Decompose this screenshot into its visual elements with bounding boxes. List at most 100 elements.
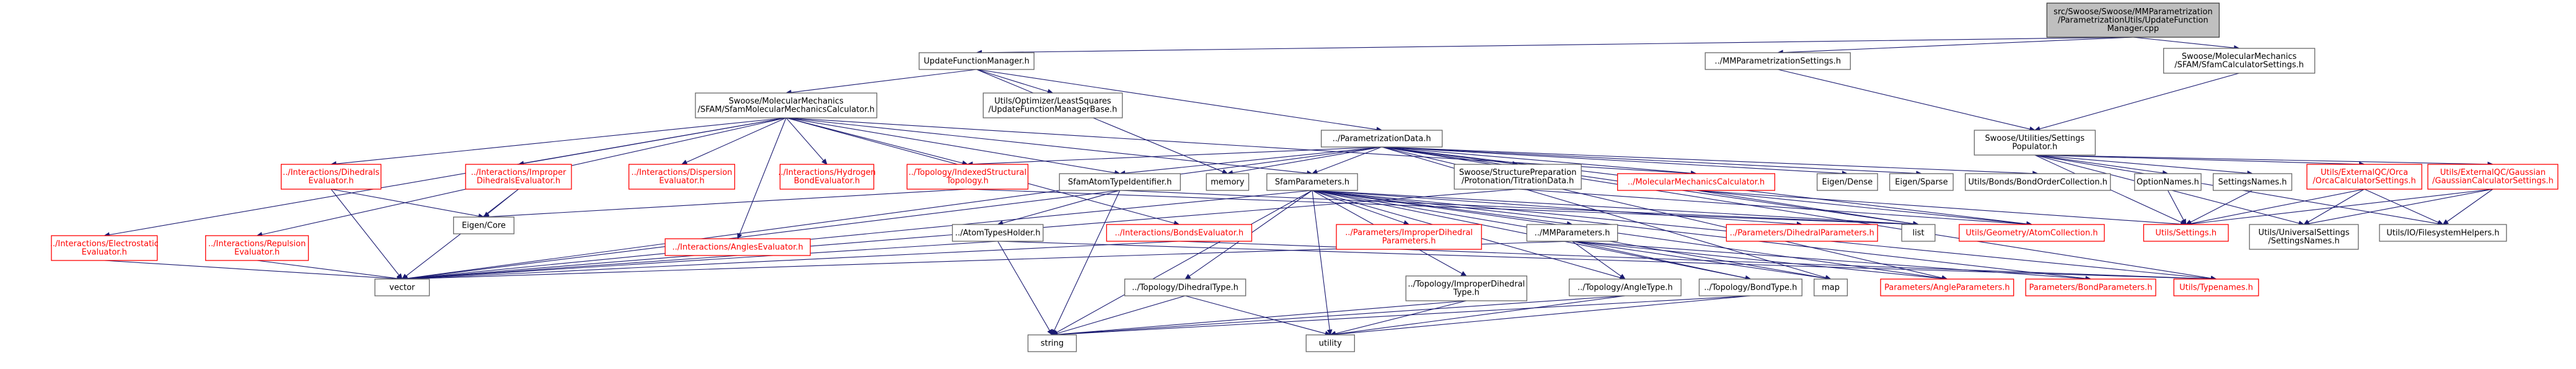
node-bondparams[interactable]: Parameters/BondParameters.h (2025, 278, 2156, 296)
edge-mmps-to-setpop (1778, 69, 2031, 130)
edge-root-to-mmps (1783, 37, 2133, 53)
node-sfamcs[interactable]: Swoose/MolecularMechanics/SFAM/SfamCalcu… (2163, 48, 2316, 74)
node-angletype[interactable]: ../Topology/AngleType.h (1568, 278, 1682, 296)
node-label: Parameters/BondParameters.h (2029, 283, 2153, 292)
edge-pdata-to-esparse (1382, 146, 1917, 174)
node-label: ../Topology/AngleType.h (1577, 283, 1673, 292)
node-label: utility (1319, 339, 1342, 348)
node-box (2212, 173, 2293, 191)
node-bondtype[interactable]: ../Topology/BondType.h (1698, 278, 1802, 296)
node-box (453, 216, 514, 234)
node-mmps[interactable]: ../MMParametrizationSettings.h (1705, 52, 1851, 70)
node-ath[interactable]: ../AtomTypesHolder.h (951, 224, 1044, 242)
node-vector[interactable]: vector (374, 278, 430, 296)
node-fsh[interactable]: Utils/IO/FilesystemHelpers.h (2379, 224, 2507, 242)
node-box (919, 52, 1034, 70)
node-box (1321, 130, 1443, 148)
node-box (1726, 224, 1878, 242)
node-label: Utils/Bonds/BondOrderCollection.h (1968, 177, 2107, 187)
node-angleparams[interactable]: Parameters/AngleParameters.h (1880, 278, 2014, 296)
node-diheparams[interactable]: ../Parameters/DihedralParameters.h (1726, 224, 1878, 242)
node-label: ../Interactions/BondsEvaluator.h (1115, 228, 1244, 238)
node-label: Swoose/StructurePreparation (1459, 168, 1577, 177)
node-box (1889, 173, 1954, 191)
node-atomcoll[interactable]: Utils/Geometry/AtomCollection.h (1959, 224, 2105, 242)
node-edense[interactable]: Eigen/Dense (1816, 173, 1878, 191)
node-label: Eigen/Core (462, 221, 506, 230)
node-utility[interactable]: utility (1305, 334, 1355, 352)
node-label: ../Interactions/Dispersion (632, 168, 733, 177)
edge-ufm-to-memory (976, 69, 1224, 172)
node-sfammmc[interactable]: Swoose/MolecularMechanics/SFAM/SfamMolec… (695, 92, 878, 118)
node-typenames[interactable]: Utils/Typenames.h (2173, 278, 2259, 296)
edge-setnames-to-settings (2190, 190, 2253, 223)
node-label: DihedralsEvaluator.h (477, 177, 560, 186)
edge-arrowhead (2181, 218, 2187, 226)
node-label: /SettingsNames.h (2268, 237, 2339, 246)
node-uset[interactable]: Utils/UniversalSettings/SettingsNames.h (2249, 224, 2359, 250)
node-dihe[interactable]: ../Interactions/DihedralsEvaluator.h (280, 164, 382, 190)
node-sati[interactable]: SfamAtomTypeIdentifier.h (1059, 173, 1181, 191)
edge-sparams-to-list (1312, 190, 1914, 225)
node-sparams[interactable]: SfamParameters.h (1266, 173, 1358, 191)
node-label: /SFAM/SfamCalculatorSettings.h (2174, 61, 2304, 70)
node-bonds[interactable]: ../Interactions/BondsEvaluator.h (1106, 224, 1253, 242)
node-label: Swoose/MolecularMechanics (729, 97, 844, 106)
node-label: Populator.h (2012, 143, 2057, 152)
edge-ath-to-typenames (997, 241, 2212, 280)
edge-ufm-to-sfammmc (791, 69, 977, 93)
node-imprparams[interactable]: ../Parameters/ImproperDihedralParameters… (1336, 224, 1482, 250)
node-label: /SFAM/SfamMolecularMechanicsCalculator.h (698, 105, 875, 115)
node-string[interactable]: string (1027, 334, 1077, 352)
node-ufm[interactable]: UpdateFunctionManager.h (919, 52, 1034, 70)
edge-sparams-to-string (1056, 190, 1313, 333)
node-esparse[interactable]: Eigen/Sparse (1889, 173, 1954, 191)
node-settings[interactable]: Utils/Settings.h (2143, 224, 2229, 242)
edge-idxtopo-to-eigencore (488, 189, 968, 218)
node-list[interactable]: list (1901, 224, 1936, 242)
node-prot[interactable]: Swoose/StructurePreparation/Protonation/… (1453, 164, 1582, 190)
node-label: Utils/Settings.h (2155, 228, 2217, 238)
node-impr[interactable]: ../Interactions/ImproperDihedralsEvaluat… (465, 164, 572, 190)
edge-sparams-to-vector (407, 190, 1313, 279)
edge-arrowhead (1619, 273, 1626, 280)
node-dihtype[interactable]: ../Topology/DihedralType.h (1124, 278, 1246, 296)
edge-arrowhead (2437, 220, 2444, 225)
edge-pdata-to-vector (407, 146, 1382, 279)
edge-elec-to-vector (104, 260, 397, 280)
node-label: SettingsNames.h (2218, 177, 2287, 187)
node-gauss[interactable]: Utils/ExternalQC/Gaussian/GaussianCalcul… (2427, 164, 2559, 190)
node-optnames[interactable]: OptionNames.h (2134, 173, 2202, 191)
node-label: Evaluator.h (82, 248, 127, 257)
node-label: /ParametrizationUtils/UpdateFunction (2058, 16, 2208, 25)
edge-pdata-to-mmcalc (1382, 146, 1692, 174)
node-setnames[interactable]: SettingsNames.h (2212, 173, 2293, 191)
node-root[interactable]: src/Swoose/Swoose/MMParametrization/Para… (2046, 2, 2220, 38)
node-mmparams[interactable]: ../MMParameters.h (1526, 224, 1618, 242)
node-label: vector (389, 283, 415, 292)
node-memory[interactable]: memory (1206, 173, 1250, 191)
node-orca[interactable]: Utils/ExternalQC/Orca/OrcaCalculatorSett… (2306, 164, 2422, 190)
node-box (982, 92, 1123, 118)
node-label: /UpdateFunctionManagerBase.h (989, 105, 1118, 115)
node-pdata[interactable]: ../ParametrizationData.h (1321, 130, 1443, 148)
node-lsq[interactable]: Utils/Optimizer/LeastSquares/UpdateFunct… (982, 92, 1123, 118)
node-box (1959, 224, 2105, 242)
node-mmcalc[interactable]: ../MolecularMechanicsCalculator.h (1617, 173, 1775, 191)
node-bondorder[interactable]: Utils/Bonds/BondOrderCollection.h (1965, 173, 2111, 191)
node-map[interactable]: map (1814, 278, 1848, 296)
node-label: Evaluator.h (659, 177, 704, 186)
node-label: ../MMParametrizationSettings.h (1714, 56, 1841, 66)
node-angles[interactable]: ../Interactions/AnglesEvaluator.h (664, 238, 811, 256)
node-label: Utils/ExternalQC/Gaussian (2440, 168, 2546, 177)
node-eigencore[interactable]: Eigen/Core (453, 216, 514, 234)
edge-mmcalc-to-list (1696, 190, 1914, 225)
